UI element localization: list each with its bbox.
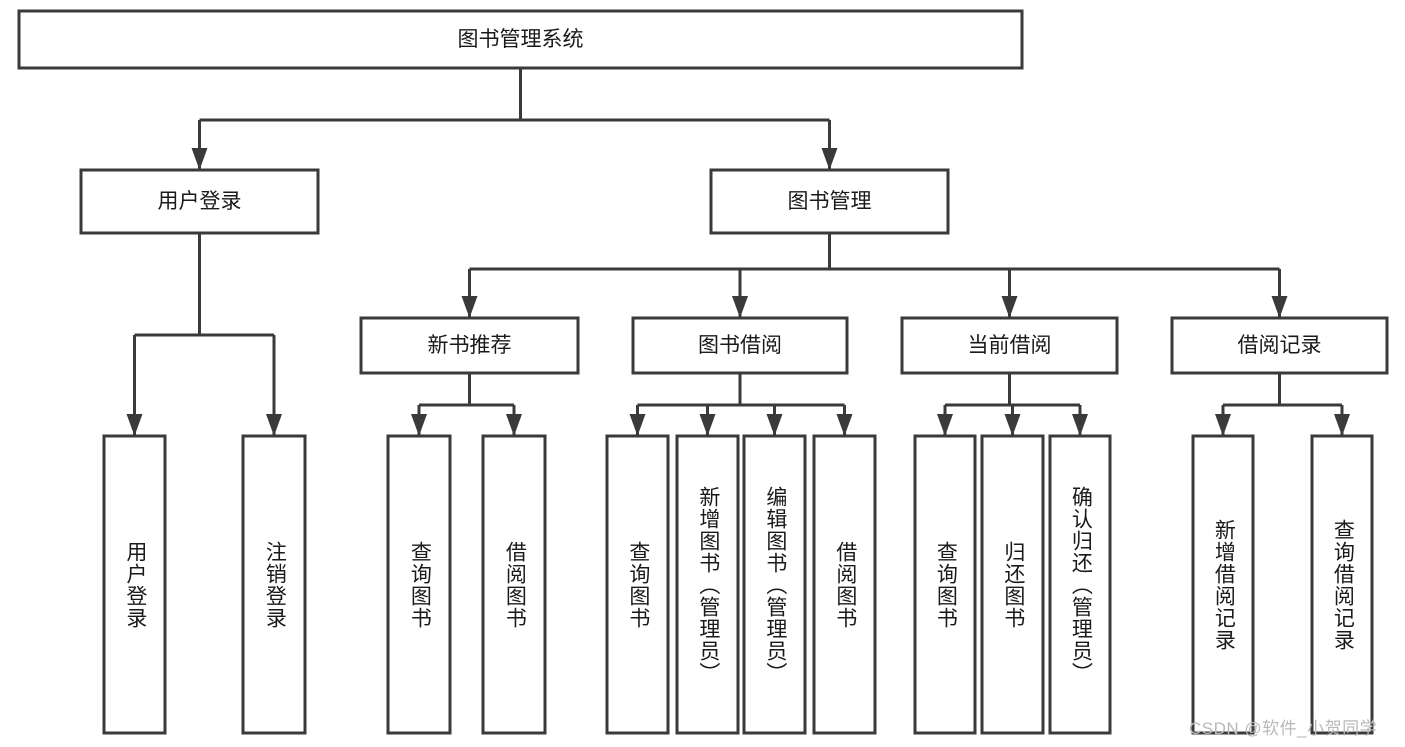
leaf-box[interactable] <box>980 434 1045 735</box>
leaf-box[interactable] <box>1191 434 1255 735</box>
arrow-head-icon <box>1004 414 1021 436</box>
level2-box[interactable] <box>709 168 950 235</box>
root-node[interactable]: 图书管理系统 <box>17 9 1024 70</box>
leaf-node[interactable] <box>1191 434 1255 735</box>
watermark: CSDN @软件_小贺同学 <box>1189 719 1378 738</box>
connector-layer <box>126 68 1350 436</box>
arrow-head-icon <box>1271 296 1288 318</box>
arrow-head-icon <box>126 414 143 436</box>
arrow-head-icon <box>821 148 838 170</box>
arrow-head-icon <box>506 414 522 436</box>
leaf-node[interactable] <box>913 434 977 735</box>
level3-box[interactable] <box>1170 316 1389 375</box>
arrow-head-icon <box>1001 296 1018 318</box>
leaf-node[interactable] <box>742 434 807 735</box>
root-label: 图书管理系统 <box>458 28 584 51</box>
level2-label: 图书管理 <box>788 190 872 213</box>
leaf-node[interactable] <box>980 434 1045 735</box>
leaf-box[interactable] <box>675 434 740 735</box>
level3-label: 新书推荐 <box>428 334 512 357</box>
level3-node[interactable]: 新书推荐 <box>359 316 580 375</box>
arrow-head-icon <box>732 296 748 318</box>
arrow-head-icon <box>836 414 853 436</box>
leaf-box[interactable] <box>742 434 807 735</box>
level3-box[interactable] <box>900 316 1119 375</box>
level3-label: 图书借阅 <box>698 334 782 357</box>
arrow-head-icon <box>1334 414 1350 436</box>
leaf-node[interactable] <box>1310 434 1374 735</box>
level3-box[interactable] <box>631 316 849 375</box>
level3-label: 当前借阅 <box>968 334 1052 357</box>
leaf-node[interactable] <box>1048 434 1112 735</box>
level3-box[interactable] <box>359 316 580 375</box>
leaf-box[interactable] <box>913 434 977 735</box>
arrow-head-icon <box>461 296 478 318</box>
level2-node[interactable]: 图书管理 <box>709 168 950 235</box>
leaf-node[interactable] <box>675 434 740 735</box>
leaf-box[interactable] <box>1310 434 1374 735</box>
level3-node[interactable]: 借阅记录 <box>1170 316 1389 375</box>
level2-label: 用户登录 <box>158 190 242 213</box>
arrow-head-icon <box>1215 414 1231 436</box>
leaf-box[interactable] <box>386 434 452 735</box>
arrow-head-icon <box>266 414 282 436</box>
root-box[interactable] <box>17 9 1024 70</box>
leaf-node[interactable] <box>605 434 670 735</box>
leaf-box[interactable] <box>241 434 307 735</box>
leaf-node[interactable] <box>241 434 307 735</box>
arrow-head-icon <box>766 414 783 436</box>
leaf-box[interactable] <box>1048 434 1112 735</box>
arrow-head-icon <box>1072 414 1088 436</box>
leaf-box[interactable] <box>605 434 670 735</box>
arrow-head-icon <box>191 148 208 170</box>
leaf-node[interactable] <box>812 434 877 735</box>
level2-node[interactable]: 用户登录 <box>79 168 320 235</box>
arrow-head-icon <box>937 414 953 436</box>
leaf-box[interactable] <box>102 434 167 735</box>
level3-node[interactable]: 当前借阅 <box>900 316 1119 375</box>
arrow-head-icon <box>411 414 427 436</box>
level2-box[interactable] <box>79 168 320 235</box>
arrow-head-icon <box>699 414 716 436</box>
leaf-box[interactable] <box>481 434 547 735</box>
leaf-node[interactable] <box>481 434 547 735</box>
leaf-node[interactable] <box>102 434 167 735</box>
level3-label: 借阅记录 <box>1238 334 1322 357</box>
level3-node[interactable]: 图书借阅 <box>631 316 849 375</box>
leaf-box[interactable] <box>812 434 877 735</box>
arrow-head-icon <box>629 414 646 436</box>
leaf-node[interactable] <box>386 434 452 735</box>
